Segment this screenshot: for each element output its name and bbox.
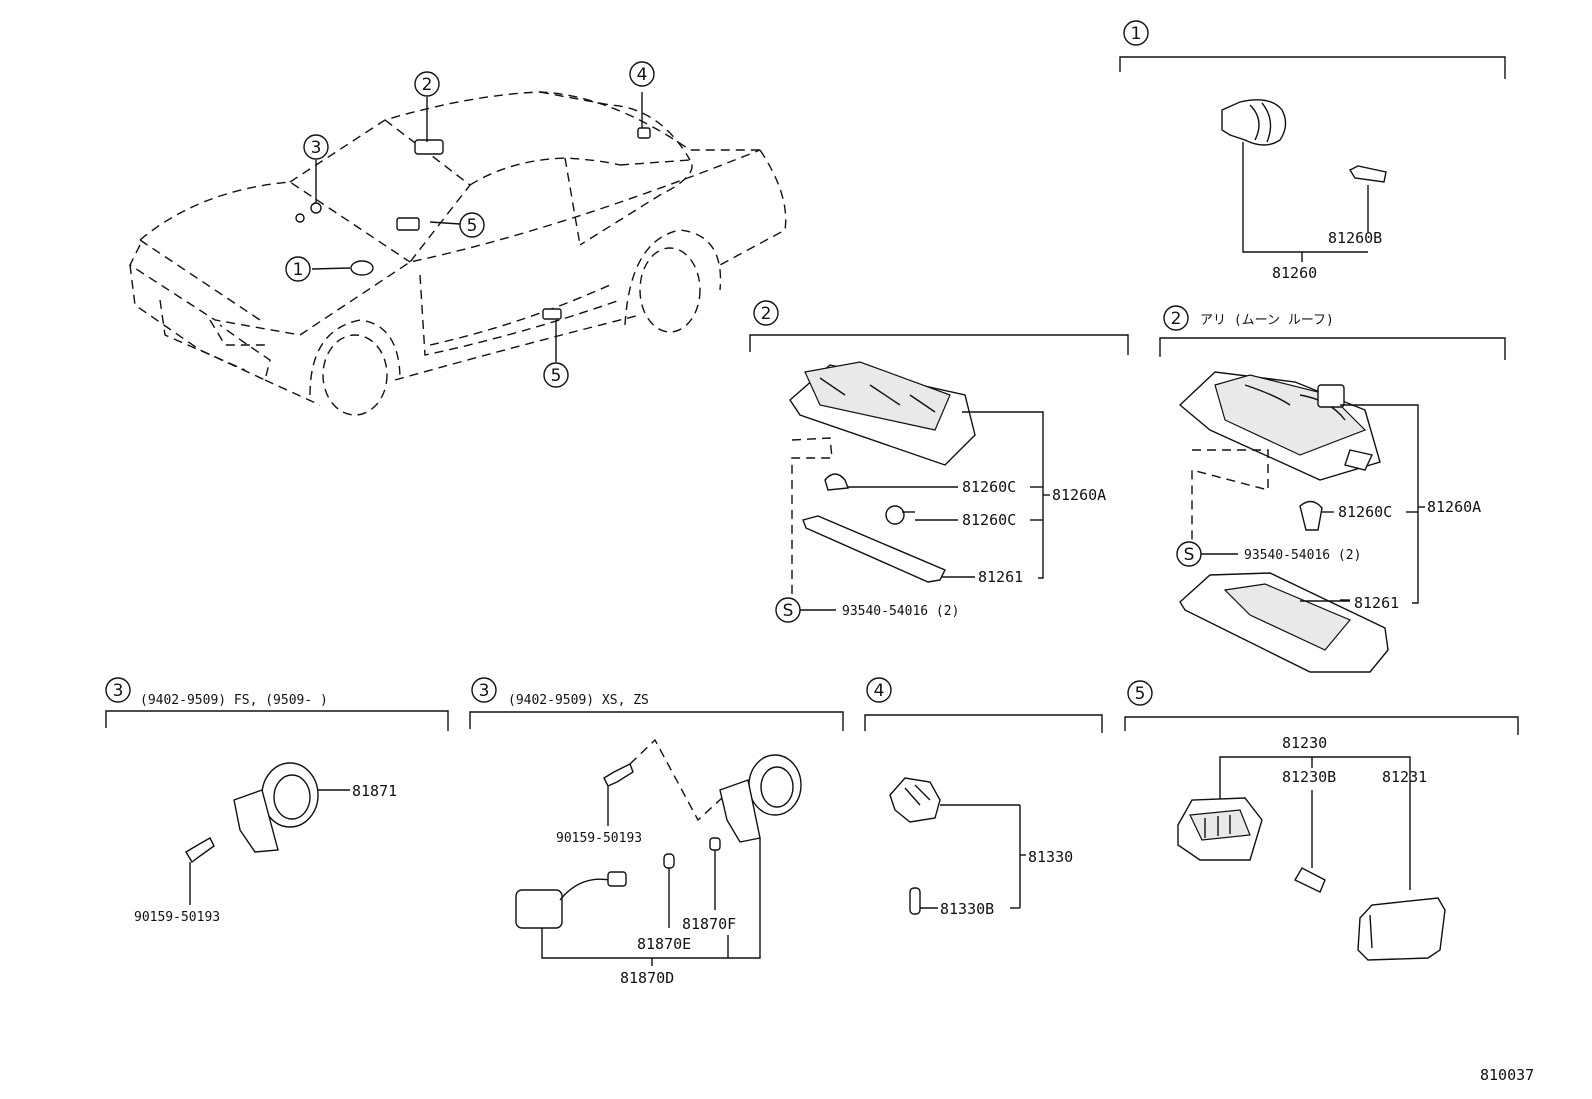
section-2-marker: 2 — [761, 304, 772, 324]
marker-4-car: 4 — [637, 65, 648, 85]
screw-s-marker-s2: S — [783, 601, 794, 621]
part-81330B: 81330B — [940, 900, 994, 918]
part-81231: 81231 — [1382, 768, 1427, 786]
section-1: 1 81260B 81260 — [1119, 20, 1506, 282]
section-2: 2 S 93540-54016 (2) 81260C 81260C 81261 … — [749, 300, 1129, 623]
part-81260C-s2alt: 81260C — [1338, 503, 1392, 521]
part-81261-s2alt: 81261 — [1354, 594, 1399, 612]
part-90159-s3a: 90159-50193 — [134, 910, 220, 925]
marker-5-car-upper: 5 — [467, 216, 478, 236]
section-5: 5 81230 81230B 81231 — [1124, 680, 1519, 961]
part-81260A-s2: 81260A — [1052, 486, 1106, 504]
screw-s-marker-s2alt: S — [1184, 545, 1195, 565]
section-2-alt: 2 アリ (ムーン ルーフ) S 93540-54016 (2) 81260C … — [1159, 305, 1506, 673]
part-81260B: 81260B — [1328, 229, 1382, 247]
part-81261-s2: 81261 — [978, 568, 1023, 586]
part-81870F: 81870F — [682, 915, 736, 933]
part-81260A-s2alt: 81260A — [1427, 498, 1481, 516]
section-5-marker: 5 — [1135, 684, 1146, 704]
part-81330: 81330 — [1028, 848, 1073, 866]
marker-5-car-lower: 5 — [551, 366, 562, 386]
part-93540-s2alt: 93540-54016 (2) — [1244, 548, 1361, 563]
section-3b: 3 (9402-9509) XS, ZS 90159-50193 81870F … — [469, 677, 844, 987]
section-3b-title: (9402-9509) XS, ZS — [508, 693, 649, 708]
car-outline — [129, 91, 787, 416]
section-2-alt-title: アリ (ムーン ルーフ) — [1200, 313, 1334, 328]
section-4: 4 81330 81330B — [864, 677, 1103, 918]
part-90159-s3b: 90159-50193 — [556, 831, 642, 846]
part-81230: 81230 — [1282, 734, 1327, 752]
section-3a-title: (9402-9509) FS, (9509- ) — [140, 693, 328, 708]
part-81260C-b: 81260C — [962, 511, 1016, 529]
marker-1-car: 1 — [293, 260, 304, 280]
section-4-marker: 4 — [874, 681, 885, 701]
marker-2-car: 2 — [422, 75, 433, 95]
part-81260C-a: 81260C — [962, 478, 1016, 496]
part-81230B: 81230B — [1282, 768, 1336, 786]
part-81870D: 81870D — [620, 969, 674, 987]
section-3b-marker: 3 — [479, 681, 490, 701]
section-3a: 3 (9402-9509) FS, (9509- ) 81871 90159-5… — [105, 677, 449, 925]
section-2-alt-marker: 2 — [1171, 309, 1182, 329]
part-81870E: 81870E — [637, 935, 691, 953]
marker-3-car: 3 — [311, 138, 322, 158]
section-1-marker: 1 — [1131, 24, 1142, 44]
section-3a-marker: 3 — [113, 681, 124, 701]
figure-id: 810037 — [1480, 1066, 1534, 1084]
part-81260-s1: 81260 — [1272, 264, 1317, 282]
part-81871: 81871 — [352, 782, 397, 800]
part-93540-s2: 93540-54016 (2) — [842, 604, 959, 619]
car-markers: 2 4 3 5 1 5 — [285, 61, 655, 388]
